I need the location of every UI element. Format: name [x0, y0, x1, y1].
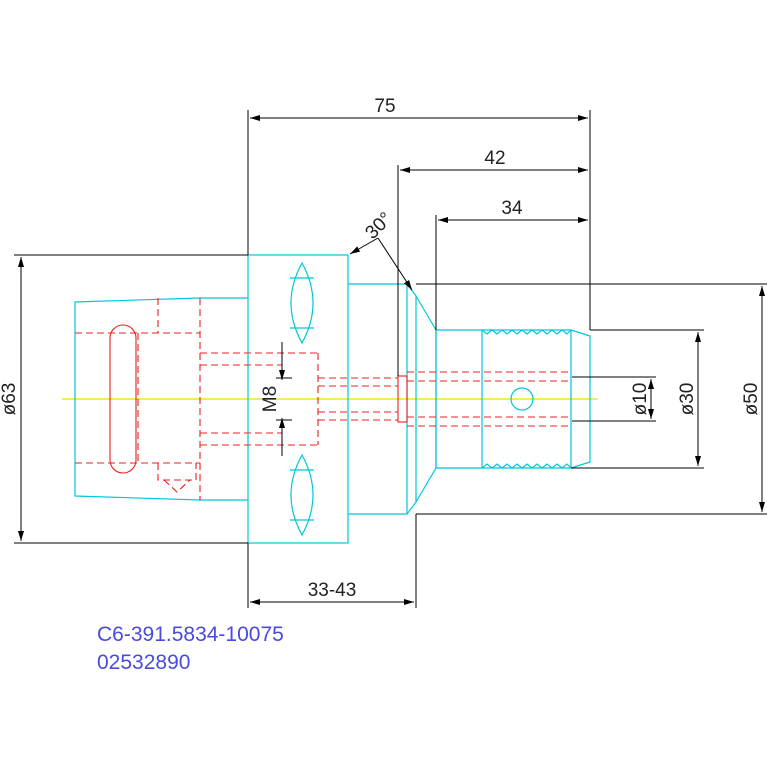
dim-diameter-50-label: ø50	[741, 383, 762, 416]
dim-diameter-30-label: ø30	[677, 383, 698, 416]
dim-gauge-range-label: 33-43	[308, 580, 357, 601]
dim-diameter-10-label: ø10	[630, 383, 651, 416]
dim-34-label: 34	[501, 198, 523, 219]
dimension-lines	[14, 110, 767, 608]
hidden-lines	[75, 298, 572, 500]
dim-diameter-63-label: ø63	[0, 383, 20, 416]
part-code: 02532890	[97, 651, 190, 674]
dim-42-label: 42	[484, 148, 505, 169]
part-number: C6-391.5834-10075	[97, 623, 284, 646]
part-outline	[74, 254, 591, 544]
dim-angle-label: 30°	[361, 208, 396, 243]
dim-75-label: 75	[374, 96, 395, 117]
dim-thread-label: M8	[260, 386, 281, 412]
